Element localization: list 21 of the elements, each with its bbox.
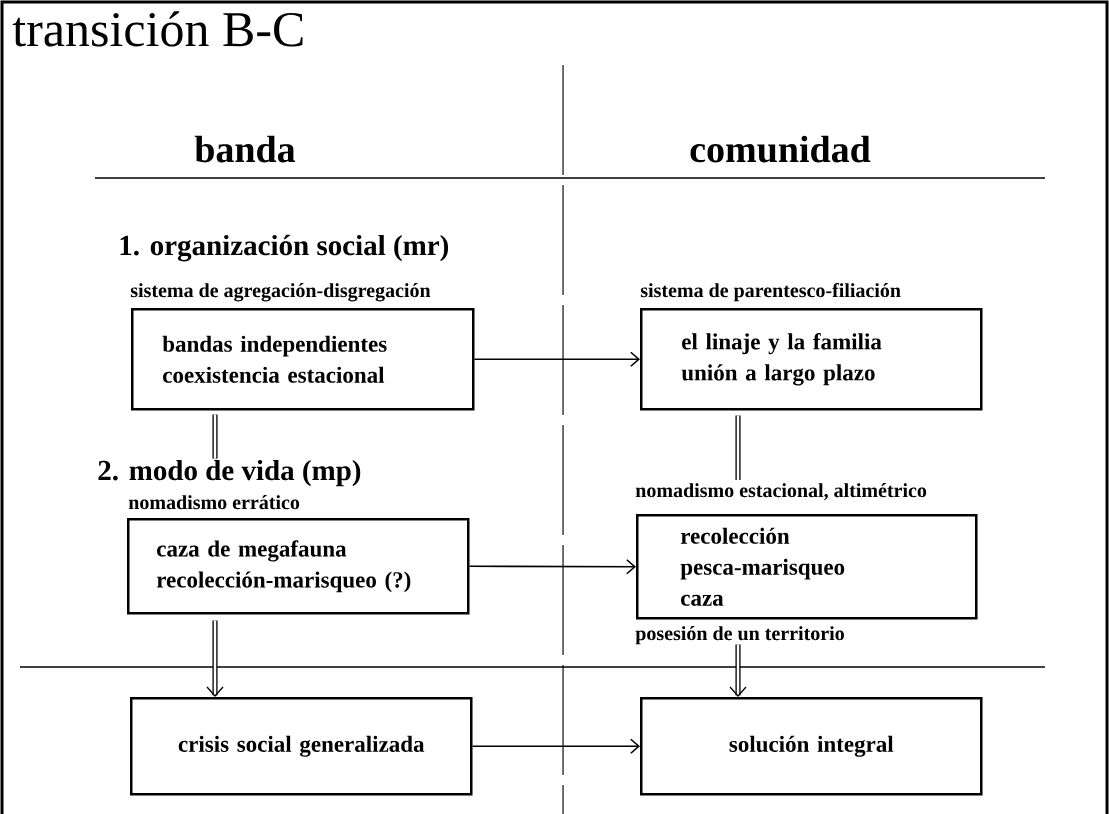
box-heading: sistema de agregación-disgregación	[130, 283, 431, 302]
arrow	[473, 351, 640, 368]
text-box: caza de megafauna recolección-marisqueo (?)	[127, 518, 470, 615]
box-note: posesión de un territorio	[635, 626, 844, 645]
arrow	[206, 620, 224, 697]
arrow	[471, 738, 640, 755]
arrow	[468, 558, 636, 575]
column-heading: comunidad	[690, 135, 871, 163]
text-box: recolección pesca-marisqueo caza	[636, 514, 978, 620]
text-box: solución integral	[640, 697, 983, 796]
title: transición B-C	[12, 11, 303, 47]
section-heading: 1. organización social (mr)	[120, 234, 449, 262]
box-heading: sistema de parentesco-filiación	[640, 282, 901, 302]
text-box: el linaje y la familia unión a largo plazo	[640, 308, 983, 411]
box-heading: nomadismo estacional, altimétrico	[635, 483, 927, 501]
text-box: crisis social generalizada	[130, 697, 473, 796]
text-box: bandas independientes coexistencia estacional	[131, 308, 475, 411]
section-heading: 2. modo de vida (mp)	[98, 459, 361, 487]
box-heading: nomadismo errático	[128, 495, 300, 510]
column-heading: banda	[194, 135, 296, 163]
arrow	[729, 644, 747, 697]
